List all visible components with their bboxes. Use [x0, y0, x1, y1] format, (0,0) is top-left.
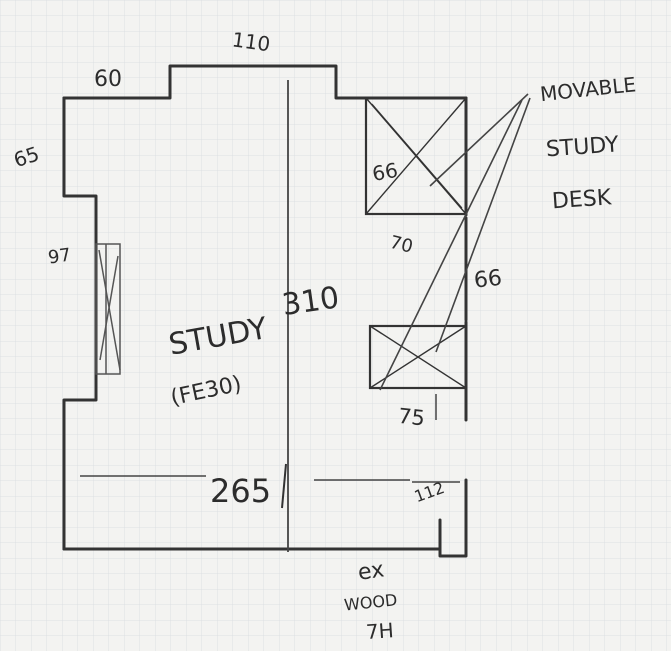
width-tick	[281, 463, 287, 509]
top-wall-dimension: 110	[231, 27, 272, 56]
right-wall-mid-dimension: 66	[473, 266, 503, 294]
annotation-line-2: STUDY	[545, 132, 620, 162]
desk-top-width-dimension: 66	[370, 158, 399, 186]
door-marks	[412, 394, 460, 483]
top-left-wall-dimension: 60	[94, 67, 122, 92]
right-wall-bottom	[438, 478, 468, 558]
left-window	[95, 243, 121, 375]
door-note-1: ex	[356, 557, 385, 585]
room-width-dimension: 265	[210, 472, 271, 510]
annotation-pointers	[379, 93, 531, 391]
door-note-3: 7H	[365, 618, 394, 644]
desk-bottom-dimension: 75	[397, 404, 426, 431]
desk-top	[364, 96, 468, 216]
annotation-line-3: DESK	[551, 185, 612, 214]
left-wall-upper	[62, 96, 98, 218]
room-length-dimension: 310	[280, 280, 342, 323]
top-wall	[62, 64, 468, 100]
left-window-dimension: 97	[47, 245, 73, 269]
